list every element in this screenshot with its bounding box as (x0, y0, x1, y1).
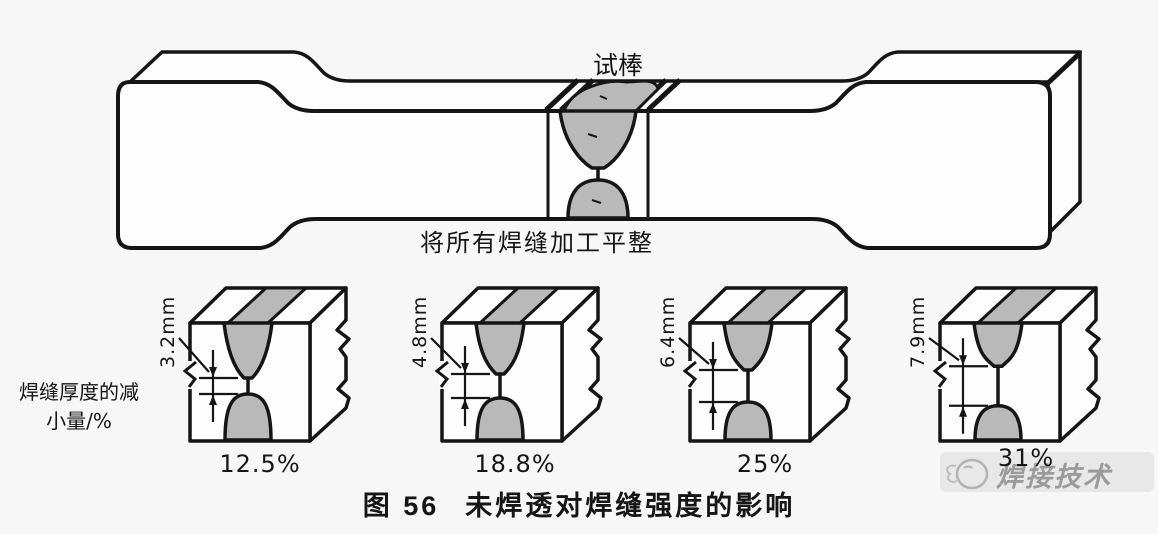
dimension-arrow (209, 367, 217, 377)
gap-depth-label: 7.9mm (907, 296, 929, 368)
weld-bead-top-face (562, 79, 660, 113)
dimension-arrow (959, 406, 967, 417)
dimension-arrow (209, 395, 217, 405)
weld-section-block-3: 6.4mm (657, 268, 910, 453)
figure-title: 未焊透对焊缝强度的影响 (465, 491, 796, 521)
side-label-line2: 小量/% (46, 409, 112, 433)
reduction-percent-1: 12.5% (219, 450, 301, 478)
welding-tech-logo-icon (946, 458, 989, 490)
leader-line (430, 337, 462, 369)
weld-section-block-1: 3.2mm (157, 268, 410, 453)
weld-nugget-upper (222, 321, 274, 380)
weld-nugget-lower (566, 178, 630, 220)
dimension-arrow (709, 359, 717, 369)
texture-mark (587, 95, 608, 204)
weld-nugget-lower (723, 400, 773, 442)
specimen-label: 试棒 (593, 51, 643, 80)
reduction-percent-2: 18.8% (474, 450, 556, 478)
figure-number: 图 56 (362, 491, 440, 521)
weld-nugget-lower (223, 392, 273, 442)
watermark-text: 焊接技术 (996, 462, 1112, 492)
reduction-percent-4: 31% (997, 444, 1055, 472)
dimension-arrow (461, 363, 469, 373)
side-label-line1: 焊缝厚度的减 (19, 380, 139, 404)
dimension-arrow (461, 399, 469, 409)
watermark: 焊接技术 (940, 452, 1154, 492)
right-grip-side-face (1046, 49, 1082, 239)
specimen-front-face (116, 80, 1052, 250)
side-label: 焊缝厚度的减 小量/% (0, 378, 158, 436)
weld-nugget-upper (972, 321, 1024, 368)
weld-nugget-upper (474, 321, 526, 376)
weld-nugget-upper (722, 321, 774, 372)
leader-line (178, 337, 210, 373)
machining-note: 将所有焊缝加工平整 (420, 229, 654, 257)
weld-nugget-upper (558, 109, 638, 170)
gap-depth-label: 6.4mm (657, 296, 679, 368)
gap-depth-label: 3.2mm (157, 296, 179, 368)
leader-line (678, 337, 710, 365)
weld-nugget-lower (475, 396, 525, 442)
weld-section-block-2: 4.8mm (409, 268, 662, 453)
dimension-arrow (959, 355, 967, 366)
weld-section-block-4: 7.9mm (907, 268, 1158, 453)
figure-caption: 图 56 未焊透对焊缝强度的影响 (0, 484, 1158, 523)
weld-nugget-lower (973, 404, 1023, 442)
gap-depth-label: 4.8mm (409, 296, 431, 368)
leader-line (928, 337, 960, 362)
reduction-percent-3: 25% (736, 450, 794, 478)
tensile-specimen-drawing: 试棒 将所有焊缝加工平整 (116, 49, 1082, 257)
dimension-arrow (709, 403, 717, 413)
